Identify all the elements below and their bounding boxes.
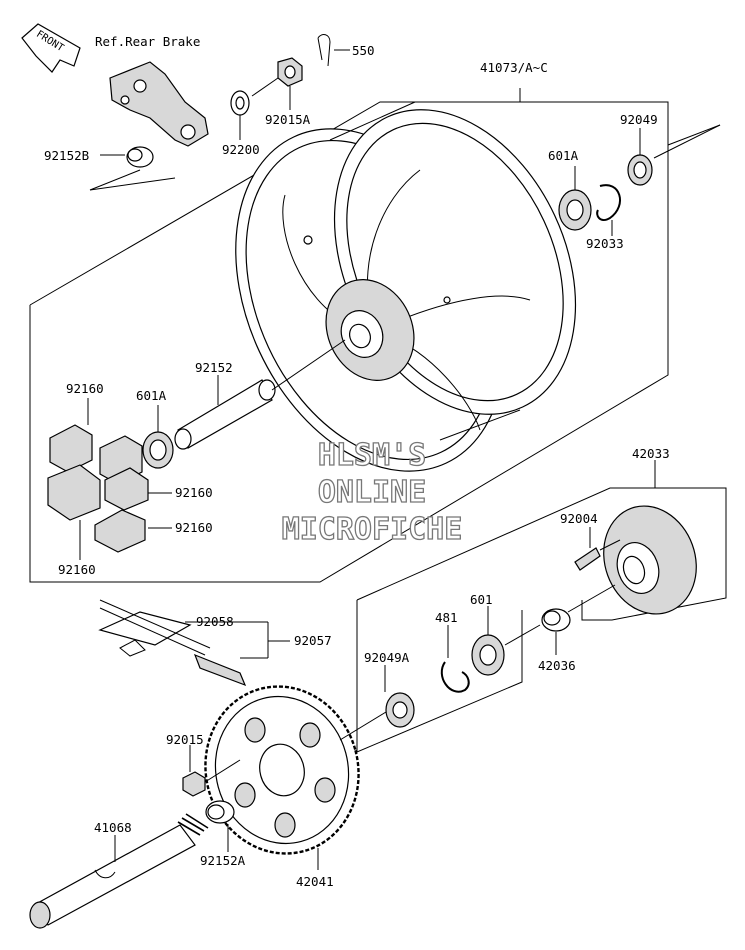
label-481: 481 xyxy=(435,610,458,625)
label-92015a: 92015A xyxy=(265,112,311,127)
collar-92152b xyxy=(126,146,154,168)
label-92058: 92058 xyxy=(196,614,234,629)
sprocket-hub-42033 xyxy=(603,505,697,615)
bearing-601 xyxy=(471,634,505,676)
label-92057: 92057 xyxy=(294,633,332,648)
label-92160-c: 92160 xyxy=(175,520,213,535)
hub-assembly-frame xyxy=(356,460,727,753)
wheel-assembly-frame xyxy=(29,88,669,583)
label-550: 550 xyxy=(352,43,375,58)
label-92152: 92152 xyxy=(195,360,233,375)
label-42033: 42033 xyxy=(632,446,670,461)
watermark-line3: MICROFICHE xyxy=(282,512,463,547)
seal-92049a xyxy=(385,692,415,728)
watermark-line1: HLSM'S xyxy=(318,438,426,473)
label-ref-rear-brake: Ref.Rear Brake xyxy=(95,34,200,49)
bearing-601a-top xyxy=(558,189,592,231)
stud-92004 xyxy=(574,547,601,571)
axle-nut-92015a xyxy=(277,57,303,87)
nut-92015 xyxy=(182,771,206,797)
cotter-pin-550 xyxy=(317,34,331,67)
label-92160-a: 92160 xyxy=(66,381,104,396)
label-92049-top: 92049 xyxy=(620,112,658,127)
rear-wheel-rim xyxy=(235,101,577,472)
bearing-601a-left xyxy=(142,431,174,469)
drive-chain-92057 xyxy=(98,599,247,687)
front-arrow-icon: FRONT xyxy=(21,23,81,73)
watermark-line2: ONLINE xyxy=(318,475,426,510)
rear-sprocket-42041 xyxy=(204,685,360,855)
label-92015: 92015 xyxy=(166,732,204,747)
label-92033: 92033 xyxy=(586,236,624,251)
collar-92152 xyxy=(174,379,276,450)
label-41073: 41073/A~C xyxy=(480,60,548,75)
label-41068: 41068 xyxy=(94,820,132,835)
collar-92152a xyxy=(205,800,235,824)
rear-axle-41068 xyxy=(29,813,209,929)
seal-92049-top xyxy=(627,154,653,186)
label-92200: 92200 xyxy=(222,142,260,157)
label-92160-d: 92160 xyxy=(58,562,96,577)
label-92160-b: 92160 xyxy=(175,485,213,500)
label-42041: 42041 xyxy=(296,874,334,889)
collar-42036 xyxy=(541,608,571,632)
label-601: 601 xyxy=(470,592,493,607)
wheel-dampers-92160 xyxy=(47,424,149,553)
circlip-92033 xyxy=(596,184,621,221)
label-42036: 42036 xyxy=(538,658,576,673)
label-92152a: 92152A xyxy=(200,853,246,868)
label-601a-left: 601A xyxy=(136,388,167,403)
label-92004: 92004 xyxy=(560,511,598,526)
label-601a-top: 601A xyxy=(548,148,579,163)
label-92152b: 92152B xyxy=(44,148,89,163)
washer-92200 xyxy=(230,90,250,116)
circlip-481 xyxy=(440,661,470,693)
label-92049a: 92049A xyxy=(364,650,410,665)
rear-brake-bracket xyxy=(109,61,209,147)
